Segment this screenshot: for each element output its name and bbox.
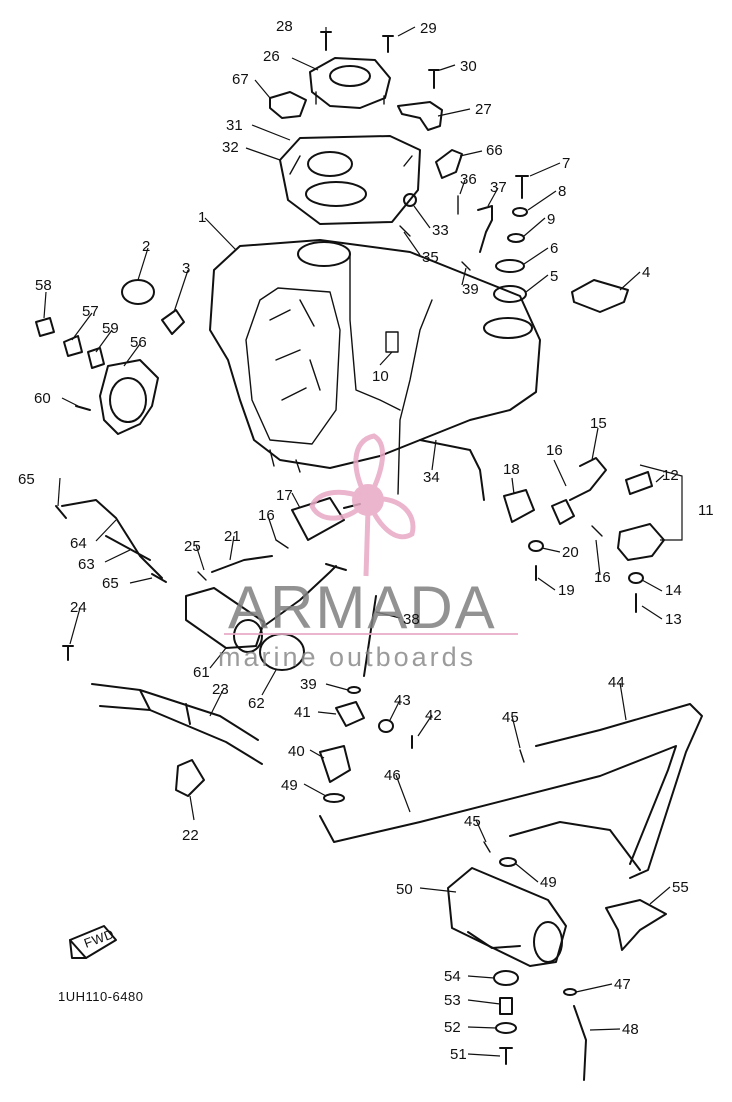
callout-label: 21 bbox=[224, 528, 241, 545]
callout-label: 49 bbox=[540, 874, 557, 891]
callout-label: 55 bbox=[672, 879, 689, 896]
callout-label: 20 bbox=[562, 544, 579, 561]
callout-label: 24 bbox=[70, 599, 87, 616]
callout-labels: 28 29 26 30 67 27 31 32 66 7 8 9 36 37 3… bbox=[18, 18, 714, 1063]
callout-label: 31 bbox=[226, 117, 243, 134]
callout-label: 2 bbox=[142, 238, 150, 255]
callout-label: 8 bbox=[558, 183, 566, 200]
watermark-brand: ARMADA bbox=[228, 574, 497, 641]
fwd-arrow-icon: FWD bbox=[69, 925, 117, 959]
callout-label: 41 bbox=[294, 704, 311, 721]
callout-label: 45 bbox=[464, 813, 481, 830]
callout-label: 27 bbox=[475, 101, 492, 118]
callout-label: 7 bbox=[562, 155, 570, 172]
callout-label: 16 bbox=[594, 569, 611, 586]
fuel-cap-part bbox=[309, 57, 391, 109]
callout-label: 38 bbox=[403, 611, 420, 628]
callout-label: 39 bbox=[462, 281, 479, 298]
callout-label: 66 bbox=[486, 142, 503, 159]
drawing-code: 1UH110-6480 bbox=[58, 989, 143, 1004]
callout-label: 61 bbox=[193, 664, 210, 681]
callout-label: 44 bbox=[608, 674, 625, 691]
leader-lines bbox=[43, 26, 683, 1057]
callout-label: 1 bbox=[198, 209, 206, 226]
callout-label: 56 bbox=[130, 334, 147, 351]
callout-label: 17 bbox=[276, 487, 293, 504]
callout-label: 64 bbox=[70, 535, 87, 552]
callout-label: 33 bbox=[432, 222, 449, 239]
callout-label: 57 bbox=[82, 303, 99, 320]
callout-label: 10 bbox=[372, 368, 389, 385]
callout-label: 29 bbox=[420, 20, 437, 37]
callout-label: 9 bbox=[547, 211, 555, 228]
callout-label: 65 bbox=[18, 471, 35, 488]
callout-label: 16 bbox=[258, 507, 275, 524]
callout-label: 62 bbox=[248, 695, 265, 712]
callout-label: 22 bbox=[182, 827, 199, 844]
callout-label: 23 bbox=[212, 681, 229, 698]
callout-label: 59 bbox=[102, 320, 119, 337]
callout-label: 40 bbox=[288, 743, 305, 760]
callout-label: 16 bbox=[546, 442, 563, 459]
callout-label: 12 bbox=[662, 467, 679, 484]
callout-label: 3 bbox=[182, 260, 190, 277]
callout-label: 63 bbox=[78, 556, 95, 573]
callout-label: 6 bbox=[550, 240, 558, 257]
callout-label: 58 bbox=[35, 277, 52, 294]
callout-label: 18 bbox=[503, 461, 520, 478]
callout-label: 50 bbox=[396, 881, 413, 898]
callout-label: 48 bbox=[622, 1021, 639, 1038]
callout-label: 47 bbox=[614, 976, 631, 993]
callout-label: 60 bbox=[34, 390, 51, 407]
callout-label: 15 bbox=[590, 415, 607, 432]
callout-label: 42 bbox=[425, 707, 442, 724]
callout-label: 4 bbox=[642, 264, 650, 281]
callout-label: 37 bbox=[490, 179, 507, 196]
callout-label: 54 bbox=[444, 968, 461, 985]
callout-label: 19 bbox=[558, 582, 575, 599]
callout-label: 51 bbox=[450, 1046, 467, 1063]
callout-label: 14 bbox=[665, 582, 682, 599]
callout-label: 25 bbox=[184, 538, 201, 555]
callout-label: 34 bbox=[423, 469, 440, 486]
callout-label: 67 bbox=[232, 71, 249, 88]
watermark-tagline: marine outboards bbox=[218, 642, 476, 672]
callout-label: 65 bbox=[102, 575, 119, 592]
propeller-logo-icon bbox=[309, 433, 416, 577]
callout-label: 11 bbox=[698, 502, 714, 519]
armada-watermark-logo: ARMADA marine outboards bbox=[218, 433, 518, 672]
callout-label: 5 bbox=[550, 268, 558, 285]
callout-label: 32 bbox=[222, 139, 239, 156]
callout-label: 49 bbox=[281, 777, 298, 794]
callout-label: 53 bbox=[444, 992, 461, 1009]
callout-label: 35 bbox=[422, 249, 439, 266]
callout-label: 28 bbox=[276, 18, 293, 35]
fwd-label: FWD bbox=[82, 926, 116, 951]
callout-label: 39 bbox=[300, 676, 317, 693]
callout-label: 26 bbox=[263, 48, 280, 65]
parts-drawing: FWD bbox=[35, 31, 703, 1081]
callout-label: 45 bbox=[502, 709, 519, 726]
callout-label: 13 bbox=[665, 611, 682, 628]
callout-label: 30 bbox=[460, 58, 477, 75]
callout-label: 46 bbox=[384, 767, 401, 784]
callout-label: 52 bbox=[444, 1019, 461, 1036]
callout-label: 36 bbox=[460, 171, 477, 188]
callout-label: 43 bbox=[394, 692, 411, 709]
